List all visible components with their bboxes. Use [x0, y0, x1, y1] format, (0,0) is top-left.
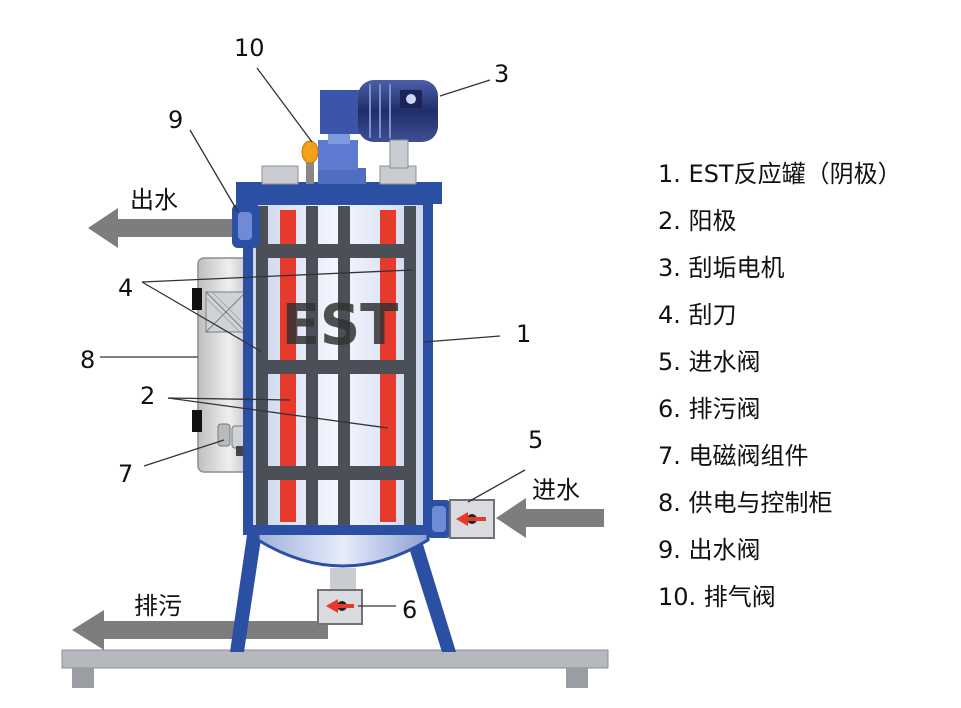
legend-item: 4. 刮刀 — [658, 301, 737, 329]
callout-numbers: 10 3 9 4 1 8 2 5 7 6 — [80, 34, 543, 624]
legend-item: 5. 进水阀 — [658, 348, 761, 376]
callout-4: 4 — [118, 274, 133, 302]
scraper-grid — [256, 206, 416, 526]
outlet-label: 出水 — [130, 186, 178, 214]
component-legend: 1. EST反应罐（阴极） 2. 阳极 3. 刮垢电机 4. 刮刀 5. 进水阀… — [658, 157, 902, 627]
outlet-valve — [232, 204, 260, 248]
callout-10: 10 — [234, 34, 265, 62]
tank-top — [236, 165, 442, 204]
drain-label: 排污 — [134, 592, 182, 620]
inlet-valve — [426, 499, 495, 539]
callout-3: 3 — [494, 60, 509, 88]
legend-item: 2. 阳极 — [658, 207, 737, 235]
legend-item: 10. 排气阀 — [658, 583, 776, 611]
inlet-label: 进水 — [532, 476, 580, 504]
callout-6: 6 — [402, 596, 417, 624]
legend-item: 3. 刮垢电机 — [658, 254, 785, 282]
callout-7: 7 — [118, 460, 133, 488]
legend-item: 8. 供电与控制柜 — [658, 489, 833, 517]
outlet-pipe-arrow — [88, 208, 244, 248]
callout-5: 5 — [528, 426, 543, 454]
leader-lines — [100, 67, 526, 607]
inlet-pipe-arrow — [496, 498, 604, 538]
legend-item: 6. 排污阀 — [658, 395, 761, 423]
drain-valve — [317, 568, 363, 625]
vent-valve — [301, 140, 319, 184]
callout-1: 1 — [516, 320, 531, 348]
legend-item: 7. 电磁阀组件 — [658, 442, 809, 470]
callout-9: 9 — [168, 106, 183, 134]
base-stand — [61, 649, 609, 688]
tank-body — [243, 195, 433, 535]
legend-item: 1. EST反应罐（阴极） — [658, 160, 902, 188]
callout-8: 8 — [80, 346, 95, 374]
legend-item: 9. 出水阀 — [658, 536, 761, 564]
scraper-motor — [318, 80, 438, 170]
tank-legs — [230, 528, 456, 652]
tank-label: EST — [282, 293, 399, 358]
tank-bottom — [256, 526, 430, 568]
callout-2: 2 — [140, 382, 155, 410]
drain-pipe-arrow — [72, 610, 328, 650]
